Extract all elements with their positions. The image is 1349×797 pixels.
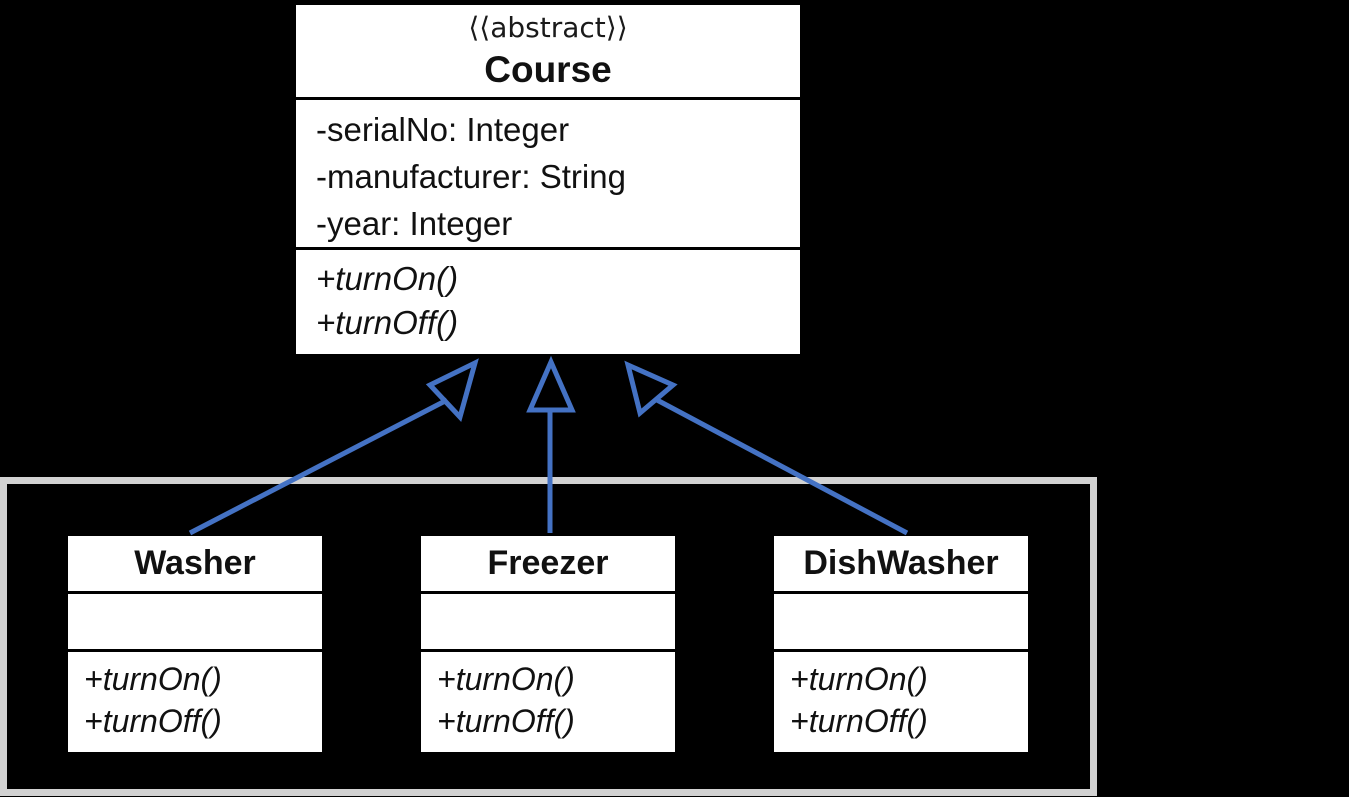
dishwasher-attributes-section bbox=[774, 591, 1028, 649]
washer-title-section: Washer bbox=[68, 536, 322, 591]
method-item: +turnOff() bbox=[316, 304, 459, 341]
attribute-item: -manufacturer: String bbox=[316, 158, 626, 195]
method-item: +turnOff() bbox=[790, 703, 928, 739]
method-item: +turnOn() bbox=[316, 260, 459, 297]
method-item: +turnOn() bbox=[84, 661, 222, 697]
class-name-course: Course bbox=[484, 49, 612, 90]
method-item: +turnOff() bbox=[437, 703, 575, 739]
washer-methods-section: +turnOn() +turnOff() bbox=[68, 649, 322, 746]
dishwasher-methods-section: +turnOn() +turnOff() bbox=[774, 649, 1028, 746]
class-box-course: ⟨⟨abstract⟩⟩ Course -serialNo: Integer -… bbox=[293, 2, 803, 357]
washer-attributes-section bbox=[68, 591, 322, 649]
stereotype-label: ⟨⟨abstract⟩⟩ bbox=[468, 11, 628, 44]
freezer-methods-section: +turnOn() +turnOff() bbox=[421, 649, 675, 746]
class-name-dishwasher: DishWasher bbox=[803, 544, 999, 582]
course-methods-section: +turnOn() +turnOff() bbox=[296, 247, 800, 348]
course-attributes-section: -serialNo: Integer -manufacturer: String… bbox=[296, 97, 800, 247]
class-box-washer: Washer +turnOn() +turnOff() bbox=[65, 533, 325, 755]
class-box-dishwasher: DishWasher +turnOn() +turnOff() bbox=[771, 533, 1031, 755]
class-name-washer: Washer bbox=[134, 544, 256, 582]
freezer-title-section: Freezer bbox=[421, 536, 675, 591]
method-item: +turnOn() bbox=[437, 661, 575, 697]
course-title-section: ⟨⟨abstract⟩⟩ Course bbox=[296, 5, 800, 97]
dishwasher-title-section: DishWasher bbox=[774, 536, 1028, 591]
method-item: +turnOn() bbox=[790, 661, 928, 697]
attribute-item: -year: Integer bbox=[316, 205, 513, 242]
class-box-freezer: Freezer +turnOn() +turnOff() bbox=[418, 533, 678, 755]
attribute-item: -serialNo: Integer bbox=[316, 111, 570, 148]
class-name-freezer: Freezer bbox=[487, 544, 609, 582]
freezer-attributes-section bbox=[421, 591, 675, 649]
method-item: +turnOff() bbox=[84, 703, 222, 739]
